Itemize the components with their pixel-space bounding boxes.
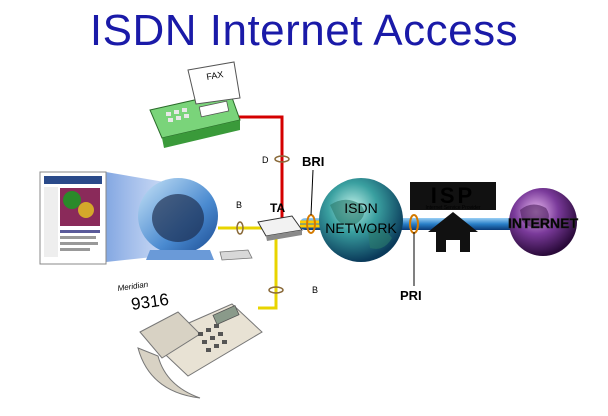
phone-model: 9316 (130, 290, 170, 314)
terminal-adapter (257, 215, 303, 241)
internet-label: INTERNET (508, 215, 578, 231)
isdn-globe-label-1: ISDN (344, 200, 377, 216)
phone-keypad-icon (198, 324, 227, 352)
internet-globe (509, 188, 577, 256)
bri-leader (310, 169, 314, 216)
isdn-globe-label-2: NETWORK (325, 220, 397, 236)
page-title: ISDN Internet Access (89, 6, 519, 55)
phone-line (258, 232, 278, 310)
isdn-network-globe (319, 178, 403, 262)
fax-label: FAX (206, 69, 224, 82)
isp-full-label: Internet Service Provider (425, 205, 480, 211)
isp-label: ISP (431, 183, 475, 208)
isp-badge (410, 182, 496, 210)
keyboard-icon (219, 249, 253, 261)
isp-house-icon (428, 212, 478, 252)
monitor-screen (39, 171, 107, 265)
imac-computer (138, 178, 253, 261)
b-channel-pc-label: B (236, 200, 242, 210)
phone-brand: Meridian (117, 280, 149, 293)
pri-label: PRI (400, 288, 422, 303)
bri-label: BRI (302, 154, 324, 169)
d-channel-ring (274, 155, 290, 163)
b-channel-pc-ring (236, 221, 244, 235)
b-channel-phone-label: B (312, 285, 318, 295)
b-channel-phone-ring (268, 286, 284, 294)
d-channel-label: D (262, 155, 269, 165)
ta-label: TA (270, 201, 285, 215)
fax-machine (149, 61, 241, 148)
telephone (137, 303, 263, 399)
fax-keypad-icon (166, 108, 189, 122)
fax-line (235, 115, 284, 218)
